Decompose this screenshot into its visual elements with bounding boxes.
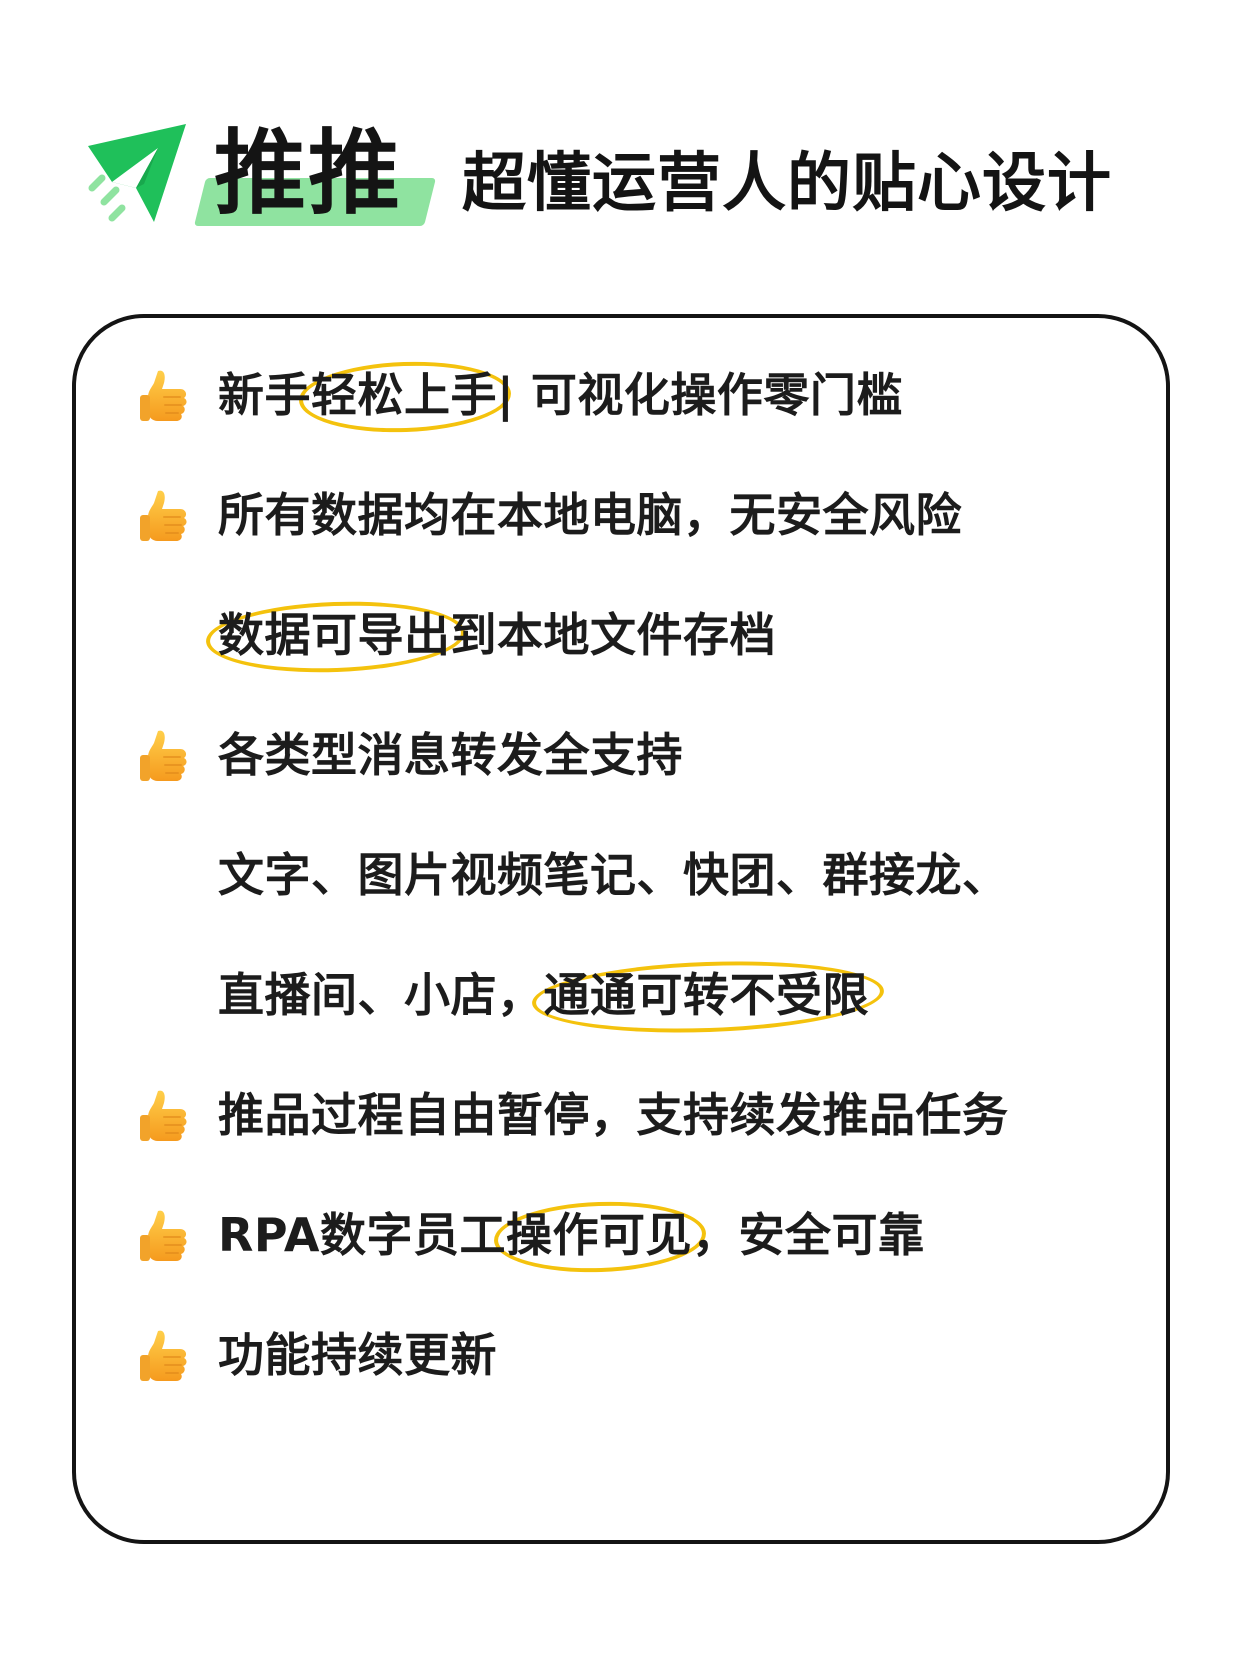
- thumbs-up-icon: [138, 480, 190, 550]
- segment-text: 转发全支持: [450, 728, 683, 782]
- feature-text: 功能: [218, 1320, 311, 1390]
- segment-text: 新手: [218, 368, 311, 422]
- segment-text: 安全可靠: [738, 1208, 925, 1262]
- feature-line: 数据可导出到本地文件存档: [218, 600, 776, 670]
- highlighted-phrase: 转发全支持: [451, 720, 684, 790]
- thumbs-up-icon: [138, 360, 190, 430]
- segment-text: 推品过程自由暂停，: [218, 1088, 637, 1142]
- feature-text: RPA数字员工: [218, 1200, 506, 1270]
- highlighted-phrase: 操作零门槛: [670, 360, 903, 430]
- segment-text: 数据可导出: [218, 608, 451, 662]
- feature-text: 所有数据均在本地电脑，: [218, 480, 730, 550]
- feature-text: 推品过程自由暂停，: [218, 1080, 637, 1150]
- feature-line: 新手轻松上手 | 可视化操作零门槛: [218, 360, 903, 430]
- segment-text: 操作零门槛: [670, 368, 903, 422]
- segment-text: RPA数字员工: [218, 1208, 507, 1262]
- feature-text: 直播间、小店，: [218, 960, 544, 1030]
- circled-phrase: 轻松上手: [311, 360, 497, 430]
- feature-line: RPA数字员工操作可见，安全可靠: [218, 1200, 925, 1270]
- feature-text: 各类型消息: [218, 720, 451, 790]
- segment-text: 各类型消息: [218, 728, 451, 782]
- segment-text: 操作可见: [506, 1208, 693, 1262]
- feature-line: 各类型消息转发全支持: [218, 720, 683, 790]
- highlighted-phrase: 支持续发: [637, 1080, 823, 1150]
- highlighted-phrase: 安全可靠: [739, 1200, 925, 1270]
- segment-text: 支持续发: [636, 1088, 823, 1142]
- segment-text: 推品任务: [822, 1088, 1009, 1142]
- segment-text: 无安全风险: [729, 488, 962, 542]
- highlighted-phrase: 无安全风险: [730, 480, 963, 550]
- thumbs-up-icon: [138, 1320, 190, 1390]
- feature-line: 功能持续更新: [218, 1320, 497, 1390]
- segment-text: ，: [692, 1208, 739, 1262]
- segment-text: 文字、图片视频笔记、快团、群接龙、: [218, 848, 1009, 902]
- circled-phrase: 通通可转不受限: [544, 960, 870, 1030]
- tagline: 超懂运营人的贴心设计: [462, 147, 1112, 221]
- header: 推推 超懂运营人的贴心设计: [0, 0, 1242, 260]
- segment-text: | 可视化: [497, 368, 671, 422]
- brand-block: 推推: [194, 120, 440, 232]
- segment-text: 到本地文件存档: [450, 608, 776, 662]
- circled-phrase: 数据可导出: [218, 600, 451, 670]
- circled-phrase: 操作可见: [506, 1200, 692, 1270]
- highlighted-phrase: 持续更新: [311, 1320, 497, 1390]
- thumbs-up-icon: [138, 1080, 190, 1150]
- paper-plane-icon: [88, 124, 186, 222]
- feature-line: 文字、图片视频笔记、快团、群接龙、: [218, 840, 1009, 910]
- features-card: [72, 314, 1170, 1544]
- feature-text: 推品任务: [823, 1080, 1009, 1150]
- segment-text: 持续更新: [311, 1328, 497, 1382]
- feature-line: 推品过程自由暂停，支持续发推品任务: [218, 1080, 1009, 1150]
- feature-text: | 可视化: [497, 360, 670, 430]
- segment-text: 通通可转不受限: [543, 968, 869, 1022]
- segment-text: 直播间、小店，: [218, 968, 544, 1022]
- brand-name: 推推: [214, 120, 403, 227]
- feature-text: 到本地文件存档: [451, 600, 777, 670]
- feature-line: 所有数据均在本地电脑，无安全风险: [218, 480, 962, 550]
- segment-text: 功能: [218, 1328, 311, 1382]
- segment-text: 轻松上手: [311, 368, 497, 422]
- thumbs-up-icon: [138, 720, 190, 790]
- thumbs-up-icon: [138, 1200, 190, 1270]
- feature-text: 文字、图片视频笔记、快团、群接龙、: [218, 840, 1009, 910]
- segment-text: 所有数据均在本地电脑，: [218, 488, 730, 542]
- feature-line: 直播间、小店，通通可转不受限: [218, 960, 869, 1030]
- feature-text: 新手: [218, 360, 311, 430]
- feature-text: ，: [692, 1200, 739, 1270]
